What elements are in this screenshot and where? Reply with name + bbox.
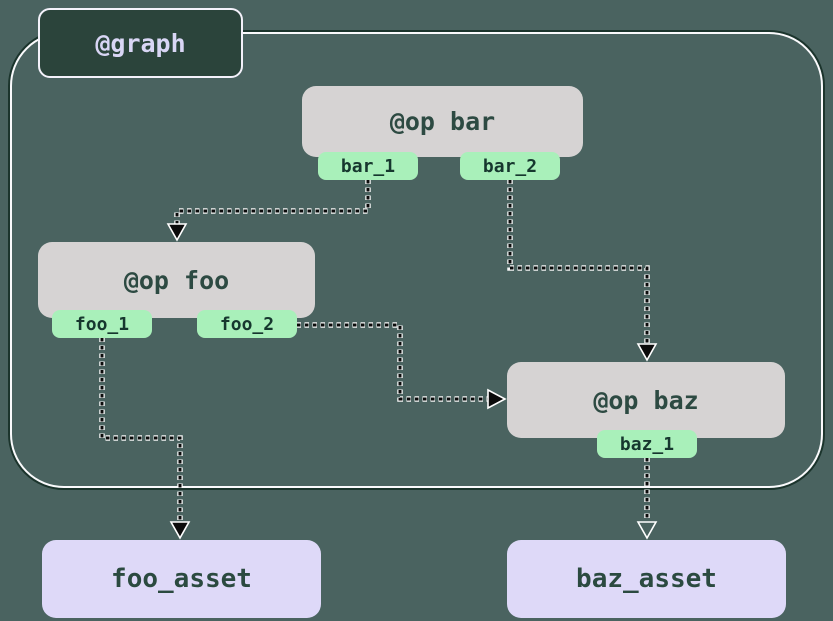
graph-badge-label: @graph [95, 28, 186, 58]
arrowhead-down-icon [169, 521, 191, 540]
output-tag-bar-2: bar_2 [460, 152, 560, 180]
arrowhead-down-hollow-icon [636, 521, 658, 540]
asset-baz-label: baz_asset [576, 564, 717, 594]
asset-foo-label: foo_asset [111, 564, 252, 594]
op-baz-label: @op baz [593, 385, 699, 415]
op-node-bar: @op bar [302, 86, 583, 157]
output-tag-baz-1-label: baz_1 [619, 433, 675, 455]
graph-badge: @graph [38, 8, 243, 78]
output-tag-bar-2-label: bar_2 [482, 155, 538, 177]
output-tag-bar-1: bar_1 [318, 152, 418, 180]
output-tag-foo-2-label: foo_2 [219, 313, 275, 335]
output-tag-foo-1-label: foo_1 [74, 313, 130, 335]
output-tag-baz-1: baz_1 [597, 430, 697, 458]
op-foo-label: @op foo [123, 265, 230, 295]
output-tag-foo-2: foo_2 [197, 310, 297, 338]
op-node-foo: @op foo [38, 242, 315, 318]
op-node-baz: @op baz [507, 362, 785, 438]
output-tag-foo-1: foo_1 [52, 310, 152, 338]
asset-node-baz-asset: baz_asset [507, 540, 786, 618]
graph-container-border [8, 30, 825, 490]
op-bar-label: @op bar [389, 107, 496, 136]
asset-node-foo-asset: foo_asset [42, 540, 321, 618]
output-tag-bar-1-label: bar_1 [340, 155, 396, 177]
